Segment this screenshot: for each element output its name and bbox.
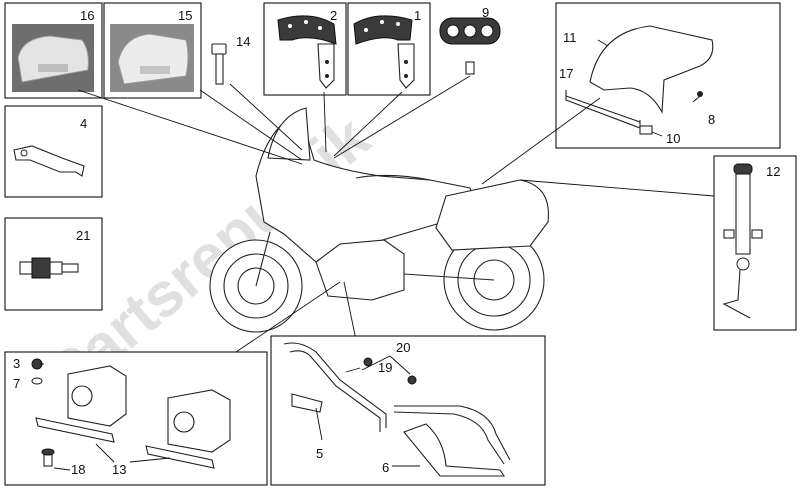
callout-12: 12 xyxy=(766,164,780,179)
part-box-12: 12 xyxy=(713,155,797,331)
callout-17: 17 xyxy=(559,66,573,81)
callout-7: 7 xyxy=(13,376,20,391)
part-box-16: 16 xyxy=(4,2,103,99)
part-box-4: 4 xyxy=(4,105,103,198)
callout-2: 2 xyxy=(330,8,337,23)
fairing xyxy=(255,111,481,263)
part-box-1: 1 xyxy=(347,2,431,96)
callout-4: 4 xyxy=(80,116,87,131)
part-box-21: 21 xyxy=(4,217,103,311)
callout-14: 14 xyxy=(236,34,250,49)
callout-15: 15 xyxy=(178,8,192,23)
part-box-13: 3 7 18 13 xyxy=(4,351,268,486)
callout-1: 1 xyxy=(414,8,421,23)
leader-lines xyxy=(77,75,715,353)
side-case xyxy=(435,179,549,251)
callout-21: 21 xyxy=(76,228,90,243)
callout-9: 9 xyxy=(482,5,489,20)
callout-10: 10 xyxy=(666,131,680,146)
callout-13: 13 xyxy=(112,462,126,477)
callout-20: 20 xyxy=(396,340,410,355)
callout-19: 19 xyxy=(378,360,392,375)
engine xyxy=(315,239,405,301)
callout-11: 11 xyxy=(563,30,577,45)
part-14-bolt: 14 xyxy=(211,34,250,85)
motorcycle-illustration xyxy=(209,107,549,333)
part-9-switch-panel: 9 xyxy=(439,5,501,75)
part-box-2: 2 xyxy=(263,2,347,96)
callout-3: 3 xyxy=(13,356,20,371)
part-box-5-6: 20 19 5 6 xyxy=(270,335,546,486)
callout-8: 8 xyxy=(708,112,715,127)
callout-16: 16 xyxy=(80,8,94,23)
callout-5: 5 xyxy=(316,446,323,461)
part-box-11: 11 17 8 10 xyxy=(555,2,781,149)
part-box-15: 15 xyxy=(103,2,202,99)
callout-18: 18 xyxy=(71,462,85,477)
callout-6: 6 xyxy=(382,460,389,475)
windscreen xyxy=(267,107,311,161)
